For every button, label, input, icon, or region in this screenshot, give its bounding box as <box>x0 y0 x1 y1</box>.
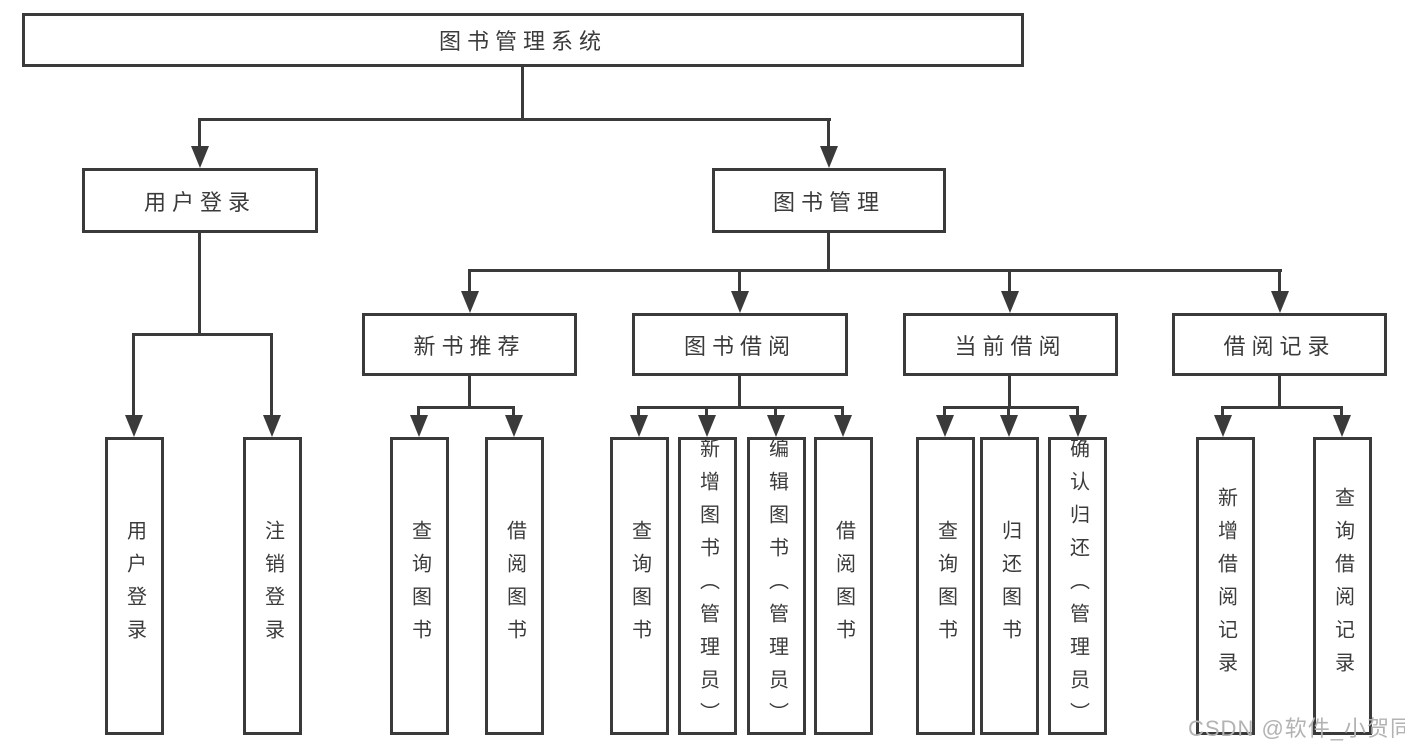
connector-stub-leaf-2 <box>270 333 273 419</box>
connector-stub-book-borrow <box>738 269 741 293</box>
connector-borrow-records-trunk <box>1278 375 1281 408</box>
connector-stub-current-borrow <box>1008 269 1011 293</box>
leaf-label: 查询图书 <box>408 520 431 652</box>
connector-user-login-trunk <box>198 232 201 335</box>
connector-new-book-bar <box>417 406 515 409</box>
csdn-watermark: CSDN @软件_小贺同学 <box>1188 716 1405 741</box>
leaf-query-borrow-record: 查询借阅记录 <box>1313 437 1372 735</box>
leaf-label: 编辑图书（管理员） <box>765 437 788 735</box>
leaf-label: 用户登录 <box>123 520 146 652</box>
arrowhead-leaf-11 <box>1069 415 1087 437</box>
connector-book-borrow-bar <box>637 406 843 409</box>
leaf-label: 查询借阅记录 <box>1331 487 1354 685</box>
leaf-label: 查询图书 <box>628 520 651 652</box>
connector-stub-leaf-12 <box>1221 406 1224 419</box>
node-current-borrow: 当前借阅 <box>903 313 1118 376</box>
arrowhead-book-borrow <box>731 291 749 313</box>
connector-stub-borrow-records <box>1278 269 1281 293</box>
leaf-borrow-books: 借阅图书 <box>814 437 873 735</box>
connector-current-borrow-trunk <box>1008 375 1011 408</box>
leaf-label: 注销登录 <box>261 520 284 652</box>
connector-stub-leaf-13 <box>1340 406 1343 419</box>
leaf-add-books-admin: 新增图书（管理员） <box>678 437 737 735</box>
arrowhead-leaf-9 <box>936 415 954 437</box>
arrowhead-leaf-2 <box>263 415 281 437</box>
leaf-add-borrow-record: 新增借阅记录 <box>1196 437 1255 735</box>
connector-stub-leaf-5 <box>637 406 640 419</box>
connector-stub-leaf-3 <box>417 406 420 419</box>
arrowhead-book-management <box>820 146 838 168</box>
connector-level2-bar <box>468 269 1282 272</box>
connector-user-login-bar <box>132 333 273 336</box>
node-book-management: 图书管理 <box>712 168 946 233</box>
leaf-query-books-current: 查询图书 <box>916 437 975 735</box>
node-book-borrow: 图书借阅 <box>632 313 848 376</box>
connector-borrow-records-bar <box>1221 406 1342 409</box>
leaf-confirm-return-admin: 确认归还（管理员） <box>1048 437 1107 735</box>
node-root: 图书管理系统 <box>22 13 1024 67</box>
arrowhead-leaf-5 <box>630 415 648 437</box>
connector-level1-bar <box>198 118 831 121</box>
arrowhead-current-borrow <box>1001 291 1019 313</box>
connector-root-trunk <box>521 66 524 119</box>
connector-new-book-trunk <box>468 375 471 408</box>
connector-stub-book-management <box>827 118 830 150</box>
leaf-label: 借阅图书 <box>503 520 526 652</box>
connector-stub-leaf-6 <box>705 406 708 419</box>
connector-stub-leaf-4 <box>512 406 515 419</box>
connector-current-borrow-bar <box>943 406 1078 409</box>
arrowhead-leaf-6 <box>698 415 716 437</box>
connector-stub-leaf-1 <box>132 333 135 419</box>
arrowhead-leaf-1 <box>125 415 143 437</box>
node-user-login: 用户登录 <box>82 168 318 233</box>
connector-stub-user-login <box>198 118 201 150</box>
node-new-book-recommend: 新书推荐 <box>362 313 577 376</box>
node-borrow-records: 借阅记录 <box>1172 313 1387 376</box>
arrowhead-new-book <box>461 291 479 313</box>
arrowhead-leaf-4 <box>505 415 523 437</box>
arrowhead-user-login <box>191 146 209 168</box>
connector-stub-leaf-9 <box>943 406 946 419</box>
arrowhead-leaf-13 <box>1333 415 1351 437</box>
connector-stub-new-book <box>468 269 471 293</box>
leaf-label: 归还图书 <box>998 520 1021 652</box>
leaf-return-books: 归还图书 <box>980 437 1039 735</box>
arrowhead-leaf-10 <box>1000 415 1018 437</box>
leaf-label: 借阅图书 <box>832 520 855 652</box>
leaf-user-login: 用户登录 <box>105 437 164 735</box>
connector-book-management-trunk <box>827 232 830 271</box>
arrowhead-leaf-7 <box>767 415 785 437</box>
leaf-label: 确认归还（管理员） <box>1066 437 1089 735</box>
connector-stub-leaf-10 <box>1007 406 1010 419</box>
arrowhead-borrow-records <box>1271 291 1289 313</box>
arrowhead-leaf-8 <box>834 415 852 437</box>
leaf-label: 查询图书 <box>934 520 957 652</box>
arrowhead-leaf-3 <box>410 415 428 437</box>
leaf-logout: 注销登录 <box>243 437 302 735</box>
connector-stub-leaf-8 <box>841 406 844 419</box>
connector-book-borrow-trunk <box>738 375 741 408</box>
arrowhead-leaf-12 <box>1214 415 1232 437</box>
leaf-label: 新增图书（管理员） <box>696 437 719 735</box>
connector-stub-leaf-7 <box>774 406 777 419</box>
leaf-borrow-books-recommend: 借阅图书 <box>485 437 544 735</box>
connector-stub-leaf-11 <box>1076 406 1079 419</box>
leaf-label: 新增借阅记录 <box>1214 487 1237 685</box>
leaf-query-books-borrow: 查询图书 <box>610 437 669 735</box>
leaf-query-books-recommend: 查询图书 <box>390 437 449 735</box>
leaf-edit-books-admin: 编辑图书（管理员） <box>747 437 806 735</box>
